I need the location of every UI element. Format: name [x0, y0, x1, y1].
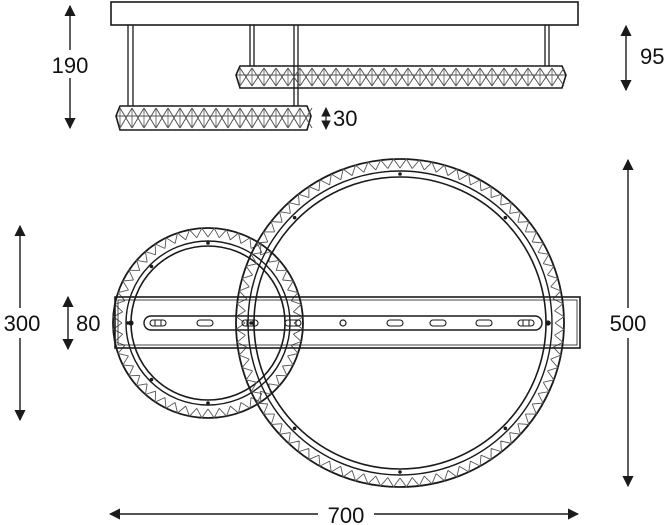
dim-label-30: 30: [333, 106, 357, 131]
dim-label-95: 95: [640, 44, 664, 69]
dim-label-190: 190: [52, 53, 89, 78]
mounting-bar: [114, 296, 581, 349]
dimension-500: 500: [604, 158, 652, 488]
dimension-700: 700: [108, 502, 580, 525]
dimension-300: 300: [0, 224, 44, 422]
top-view: 300 80 500 700: [0, 158, 652, 525]
dim-label-80: 80: [76, 311, 100, 336]
dimension-190: 190: [44, 4, 96, 130]
side-view: 190 95 30: [44, 1, 664, 131]
dimension-95: 95: [620, 24, 664, 92]
dim-label-700: 700: [328, 503, 365, 525]
dim-label-500: 500: [610, 311, 647, 336]
dimension-30: 30: [321, 106, 357, 131]
upper-ring-side: [235, 65, 567, 89]
dimension-80: 80: [62, 295, 100, 351]
ceiling-canopy: [110, 1, 579, 26]
small-ring: [112, 227, 304, 419]
dim-label-300: 300: [4, 311, 41, 336]
lower-ring-side: [115, 105, 313, 131]
